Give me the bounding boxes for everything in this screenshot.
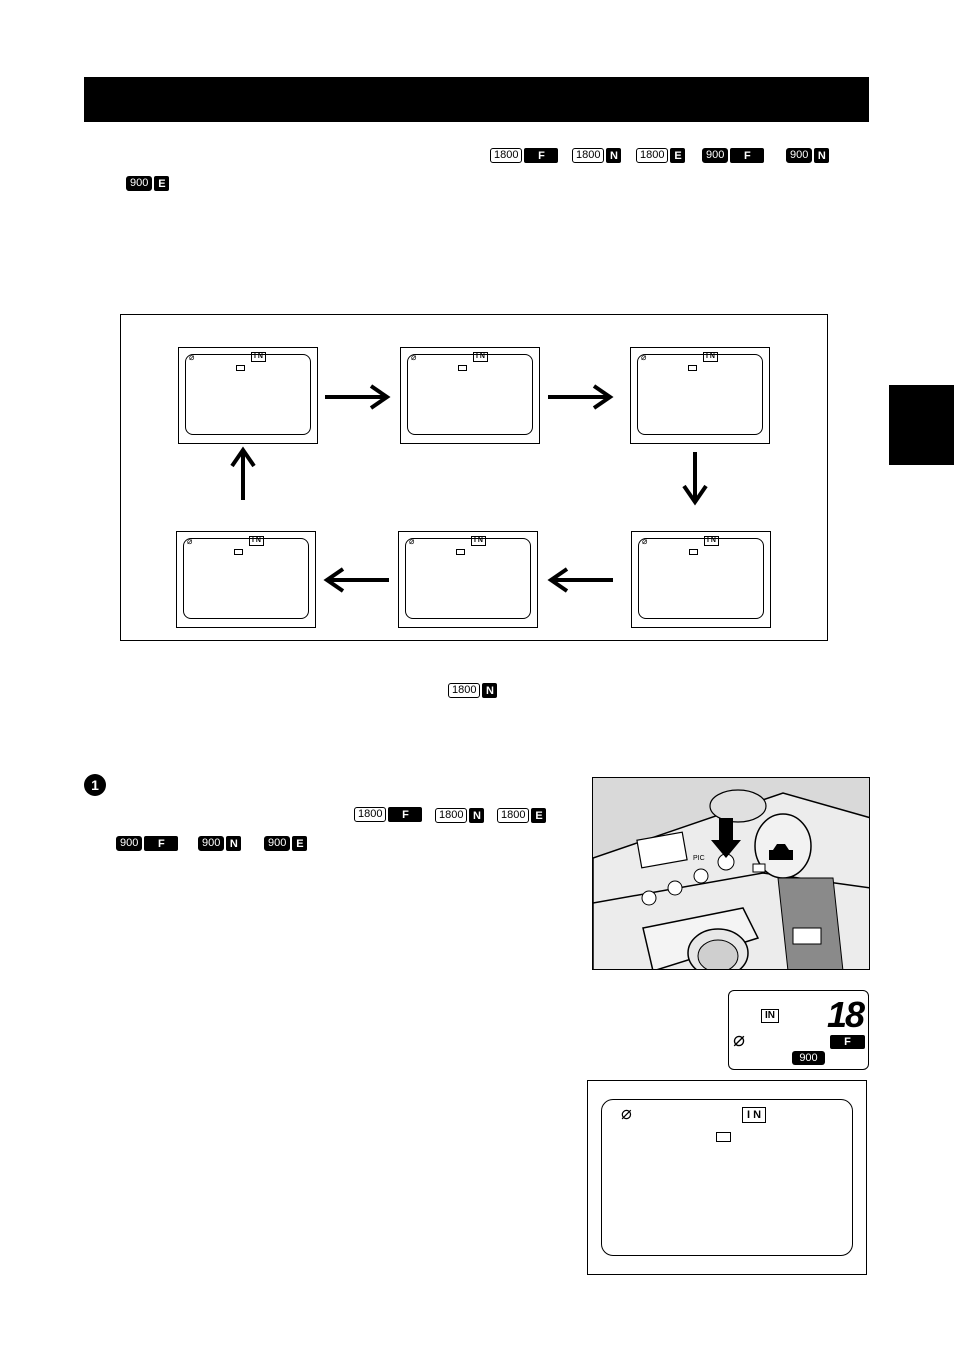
badge-1800-n: 1800 N [572,148,622,163]
monitor-screen-4: ⌀ I N [631,531,771,628]
badge-1800-e: 1800 E [636,148,686,163]
flash-off-icon: ⌀ [733,1029,746,1051]
badge-1800-f: 1800 F [490,148,559,163]
lcd-status-panel: IN 18 ⌀ F 900 [728,990,869,1070]
arrow-right-icon [325,384,391,410]
monitor-screen-5: ⌀ I N [398,531,538,628]
monitor-screen-large: ⌀ I N [587,1080,867,1275]
frame-counter: 18 [827,994,865,1035]
in-indicator: I N [249,536,264,546]
flash-off-icon: ⌀ [409,536,415,546]
step-badge-900-f: 900 F [116,836,179,851]
quality-cursor [688,365,697,371]
resolution-indicator: 900 [792,1051,825,1065]
badge-900-f: 900 F [702,148,765,163]
flash-off-icon: ⌀ [642,536,648,546]
quality-cursor [234,549,243,555]
chapter-tab [889,385,954,465]
step-badge-1800-e: 1800 E [497,808,547,823]
mode-cycle-diagram [120,314,828,641]
step-badge-1800-f: 1800 F [354,807,423,822]
arrow-down-icon [682,452,708,506]
arrow-up-icon [230,446,256,500]
in-indicator: IN [761,1009,779,1023]
in-indicator: I N [704,536,719,546]
step-badge-900-n: 900 N [198,836,242,851]
flash-off-icon: ⌀ [189,352,195,362]
step-number: 1 [84,774,106,796]
monitor-screen-1: ⌀ I N [178,347,318,444]
default-quality-badge: 1800 N [448,683,498,698]
badge-900-n: 900 N [786,148,830,163]
monitor-screen-2: ⌀ I N [400,347,540,444]
in-indicator: I N [742,1107,767,1123]
quality-cursor [236,365,245,371]
quality-cursor [458,365,467,371]
camera-photo: PIC [592,777,870,970]
arrow-left-icon [323,567,389,593]
in-indicator: I N [703,352,718,362]
step-badge-1800-n: 1800 N [435,808,485,823]
monitor-screen-6: ⌀ I N [176,531,316,628]
flash-off-icon: ⌀ [621,1103,632,1123]
quality-indicator: F [830,1035,865,1049]
step-badge-900-e: 900 E [264,836,308,851]
monitor-screen-3: ⌀ I N [630,347,770,444]
camera-illustration: PIC [593,778,869,969]
flash-off-icon: ⌀ [411,352,417,362]
arrow-right-icon [548,384,614,410]
arrow-left-icon [547,567,613,593]
in-indicator: I N [473,352,488,362]
pic-button-label: PIC [693,855,705,862]
quality-cursor [456,549,465,555]
quality-cursor [689,549,698,555]
flash-off-icon: ⌀ [641,352,647,362]
in-indicator: I N [471,536,486,546]
in-indicator: I N [251,352,266,362]
quality-cursor [716,1132,731,1142]
flash-off-icon: ⌀ [187,536,193,546]
badge-900-e: 900 E [126,176,170,191]
section-header-bar [84,77,869,122]
